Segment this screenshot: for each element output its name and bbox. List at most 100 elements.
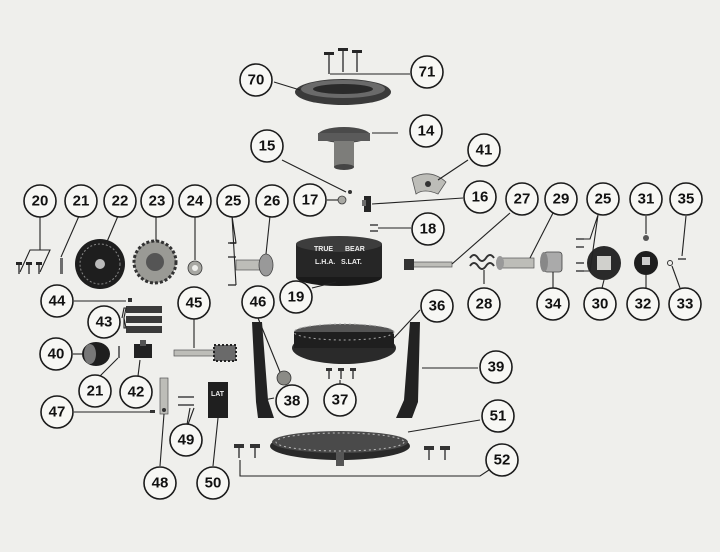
part-22-dial [75, 239, 125, 289]
housing-marking-bear: BEAR [345, 246, 365, 253]
svg-text:71: 71 [419, 64, 436, 81]
svg-text:19: 19 [288, 289, 305, 306]
part-32-cap [634, 251, 658, 275]
callout-41: 41 [467, 133, 501, 167]
part-51-bottom-dial [270, 431, 410, 466]
svg-text:25: 25 [225, 193, 242, 210]
callout-20: 20 [23, 184, 57, 218]
lat-plate-marking: LAT [211, 391, 225, 398]
part-43-plates [126, 306, 162, 333]
svg-text:18: 18 [420, 221, 437, 238]
part-21-pin-lower [118, 346, 120, 358]
part-48-bracket [159, 377, 169, 415]
callout-26: 26 [255, 184, 289, 218]
part-23-gear [132, 239, 178, 285]
part-46-ball [276, 370, 292, 386]
svg-text:41: 41 [476, 142, 493, 159]
part-25-screws-right [576, 238, 584, 272]
callout-21-lower: 21 [78, 374, 112, 408]
part-50-lat-plate: LAT [208, 382, 228, 418]
callout-32: 32 [626, 287, 660, 321]
svg-text:47: 47 [49, 404, 66, 421]
svg-text:30: 30 [592, 296, 609, 313]
svg-text:26: 26 [264, 193, 281, 210]
part-33-washer [667, 260, 673, 266]
callout-49: 49 [169, 423, 203, 457]
callout-70: 70 [239, 63, 273, 97]
svg-text:32: 32 [635, 296, 652, 313]
callout-31: 31 [629, 182, 663, 216]
callout-16: 16 [463, 180, 497, 214]
callout-25-right: 25 [586, 182, 620, 216]
callout-50: 50 [196, 466, 230, 500]
part-70-dial-ring [295, 79, 391, 105]
part-42-block [134, 340, 152, 358]
svg-text:14: 14 [418, 123, 435, 140]
part-47-screw [150, 410, 155, 413]
part-45-worm-shaft [173, 344, 237, 362]
callout-35: 35 [669, 182, 703, 216]
callout-29: 29 [544, 182, 578, 216]
callout-38: 38 [275, 384, 309, 418]
svg-text:35: 35 [678, 191, 695, 208]
part-38-left-leg [252, 322, 274, 418]
callout-17: 17 [293, 183, 327, 217]
part-17-washer [337, 195, 347, 205]
part-31-ball [643, 235, 649, 241]
svg-text:31: 31 [638, 191, 655, 208]
part-41-bracket [411, 173, 447, 195]
housing-marking-slat: S.LAT. [341, 259, 362, 266]
svg-text:40: 40 [48, 346, 65, 363]
svg-text:46: 46 [250, 294, 267, 311]
svg-text:36: 36 [429, 298, 446, 315]
part-27-rod [404, 259, 453, 270]
callout-43: 43 [87, 305, 121, 339]
part-20-screws [16, 262, 42, 274]
callout-44: 44 [40, 284, 74, 318]
callout-48: 48 [143, 466, 177, 500]
callout-42: 42 [119, 375, 153, 409]
svg-text:43: 43 [96, 314, 113, 331]
part-71-screws [324, 48, 362, 74]
svg-text:51: 51 [490, 408, 507, 425]
svg-text:49: 49 [178, 432, 195, 449]
housing-marking-true: TRUE [314, 246, 333, 253]
svg-text:39: 39 [488, 359, 505, 376]
callout-52: 52 [485, 443, 519, 477]
svg-text:24: 24 [187, 193, 204, 210]
svg-text:16: 16 [472, 189, 489, 206]
callout-21-upper: 21 [64, 184, 98, 218]
svg-text:42: 42 [128, 384, 145, 401]
callout-33: 33 [668, 287, 702, 321]
svg-text:20: 20 [32, 193, 49, 210]
svg-text:22: 22 [112, 193, 129, 210]
part-44-screw [128, 298, 132, 302]
callout-51: 51 [481, 399, 515, 433]
callout-23: 23 [140, 184, 174, 218]
part-52-screws [234, 444, 450, 460]
callout-40: 40 [39, 337, 73, 371]
part-26-shaft [235, 253, 274, 277]
svg-text:70: 70 [248, 72, 265, 89]
callout-45: 45 [177, 286, 211, 320]
part-14-hub [318, 127, 370, 170]
svg-text:34: 34 [545, 296, 562, 313]
part-18-screws [370, 224, 378, 232]
svg-text:37: 37 [332, 392, 349, 409]
part-39-right-leg [396, 322, 420, 418]
svg-text:33: 33 [677, 296, 694, 313]
part-29-shaft [496, 256, 535, 270]
svg-text:44: 44 [49, 293, 66, 310]
callout-25-left: 25 [216, 184, 250, 218]
callout-34: 34 [536, 287, 570, 321]
part-19-housing: TRUE BEAR L.H.A. S.LAT. [296, 236, 382, 286]
part-40-knob [82, 342, 110, 366]
svg-text:28: 28 [476, 296, 493, 313]
svg-text:21: 21 [87, 383, 104, 400]
svg-text:27: 27 [514, 191, 531, 208]
callout-46: 46 [241, 285, 275, 319]
callout-14: 14 [409, 114, 443, 148]
part-15-ball [348, 190, 352, 194]
